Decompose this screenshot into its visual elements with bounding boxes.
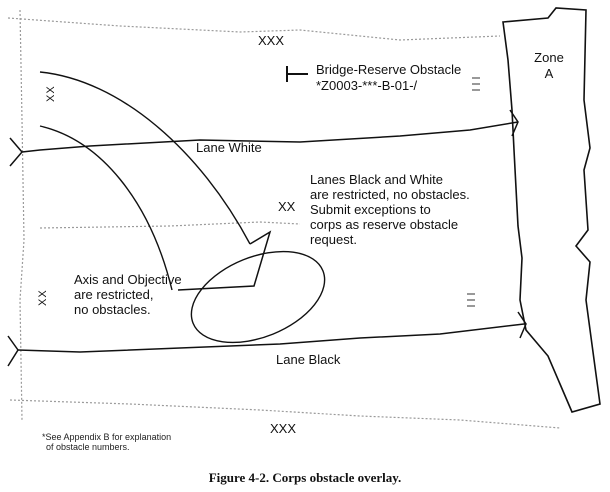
boundary-top [7,17,501,41]
objective-ellipse [190,250,326,344]
boundary-label-top: XXX [258,33,285,48]
bridge-obstacle-symbol [286,66,308,82]
axis-note-line-2: are restricted, [74,287,154,302]
zone-label: Zone [534,50,564,65]
lanes-note-line-3: Submit exceptions to [310,202,431,217]
boundary-left [19,9,25,421]
lane-white-right-end [509,109,519,137]
boundary-mid [39,221,301,229]
lanes-note-line-4: corps as reserve obstacle [310,217,459,232]
footnote-line-2: of obstacle numbers. [46,442,130,452]
lane-white-left-end [9,137,23,167]
boundary-bottom [9,399,561,429]
zone-id: A [544,66,554,81]
lane-black-line [17,323,525,353]
boundary-label-left-bottom: XX [37,289,49,306]
lane-white-label: Lane White [196,140,262,155]
lane-white-line [21,121,519,153]
boundary-label-center: XX [278,199,296,214]
lanes-note-line-2: are restricted, no obstacles. [310,187,470,202]
boundary-label-left-top: XX [45,85,57,102]
axis-note-line-1: Axis and Objective [74,272,182,287]
lane-black-right-end [517,311,527,339]
tick-marks-lower [467,293,475,307]
boundary-label-bottom: XXX [270,421,297,436]
axis-outer-curve [39,71,251,245]
axis-inner-curve [39,125,173,291]
axis-arrowhead [177,230,272,291]
dotted-boundaries [7,9,561,429]
axis-note-line-3: no obstacles. [74,302,151,317]
lane-black-left-end [7,335,19,367]
lanes-note-line-5: request. [310,232,357,247]
bridge-obstacle-number: *Z0003-***-B-01-/ [316,78,418,93]
bridge-obstacle-title: Bridge-Reserve Obstacle [316,62,462,77]
zone-a-boundary [502,7,601,413]
lanes-note-line-1: Lanes Black and White [310,172,443,187]
footnote-line-1: *See Appendix B for explanation [42,432,172,442]
figure-caption: Figure 4-2. Corps obstacle overlay. [208,470,402,485]
lane-black-label: Lane Black [276,352,341,367]
tick-marks-upper [472,77,480,91]
